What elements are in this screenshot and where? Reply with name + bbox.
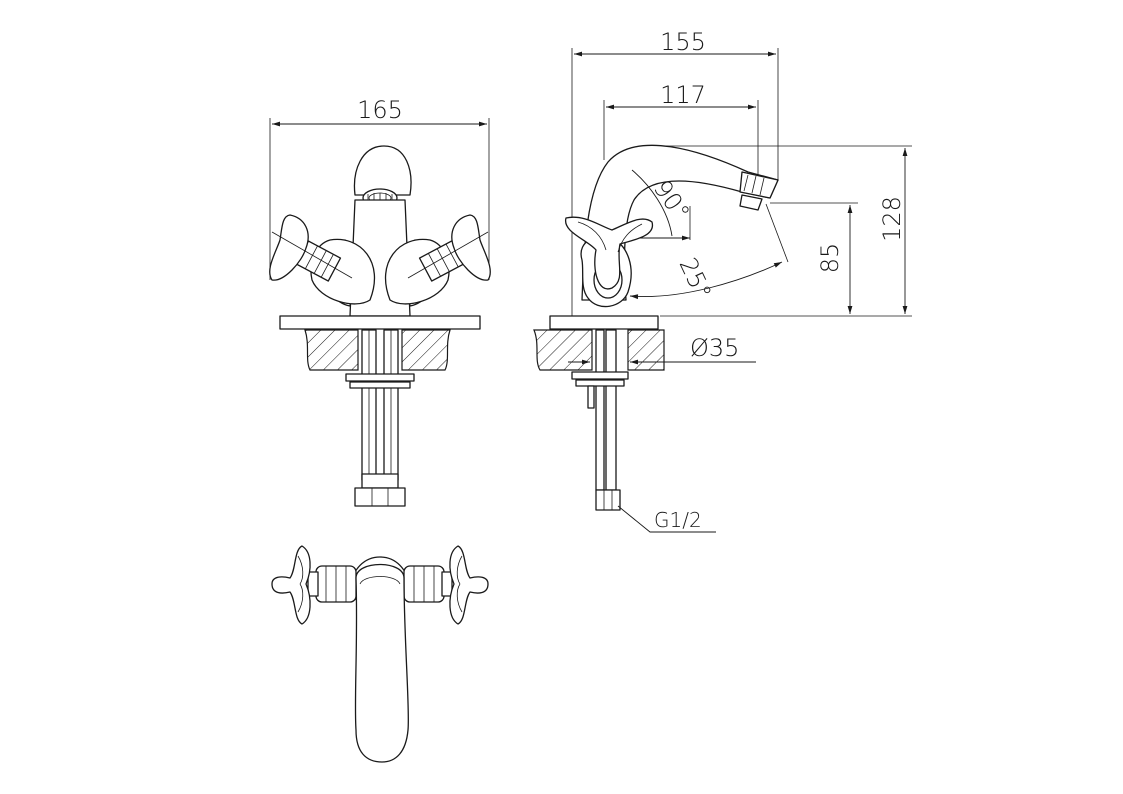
dim-hole-diameter: Ø35 [690, 334, 739, 362]
side-handle [565, 216, 653, 290]
front-counter [304, 329, 359, 371]
side-spout [581, 144, 779, 301]
front-basin-plate [279, 315, 481, 330]
top-left-handle [271, 545, 311, 625]
side-view: 155 117 128 85 90° 25° [533, 28, 912, 533]
front-view: 165 [269, 96, 491, 507]
side-counter [533, 329, 593, 371]
dim-spout-reach: 117 [660, 81, 706, 109]
side-basin-plate [549, 315, 659, 330]
front-hose-nuts [354, 487, 406, 507]
dim-front-width: 165 [357, 96, 403, 124]
top-spout [354, 563, 410, 763]
angle-spout: 25° [674, 253, 717, 303]
side-hose-nut [595, 489, 621, 511]
front-spout [353, 145, 412, 196]
dim-total-height: 128 [878, 196, 906, 242]
top-view [271, 545, 489, 763]
label-connection-thread: G1/2 [654, 508, 702, 532]
front-left-handle [269, 214, 309, 281]
front-right-handle [451, 214, 491, 281]
top-right-handle [449, 545, 489, 625]
dim-side-length: 155 [660, 28, 706, 56]
dim-spout-height: 85 [816, 243, 844, 274]
